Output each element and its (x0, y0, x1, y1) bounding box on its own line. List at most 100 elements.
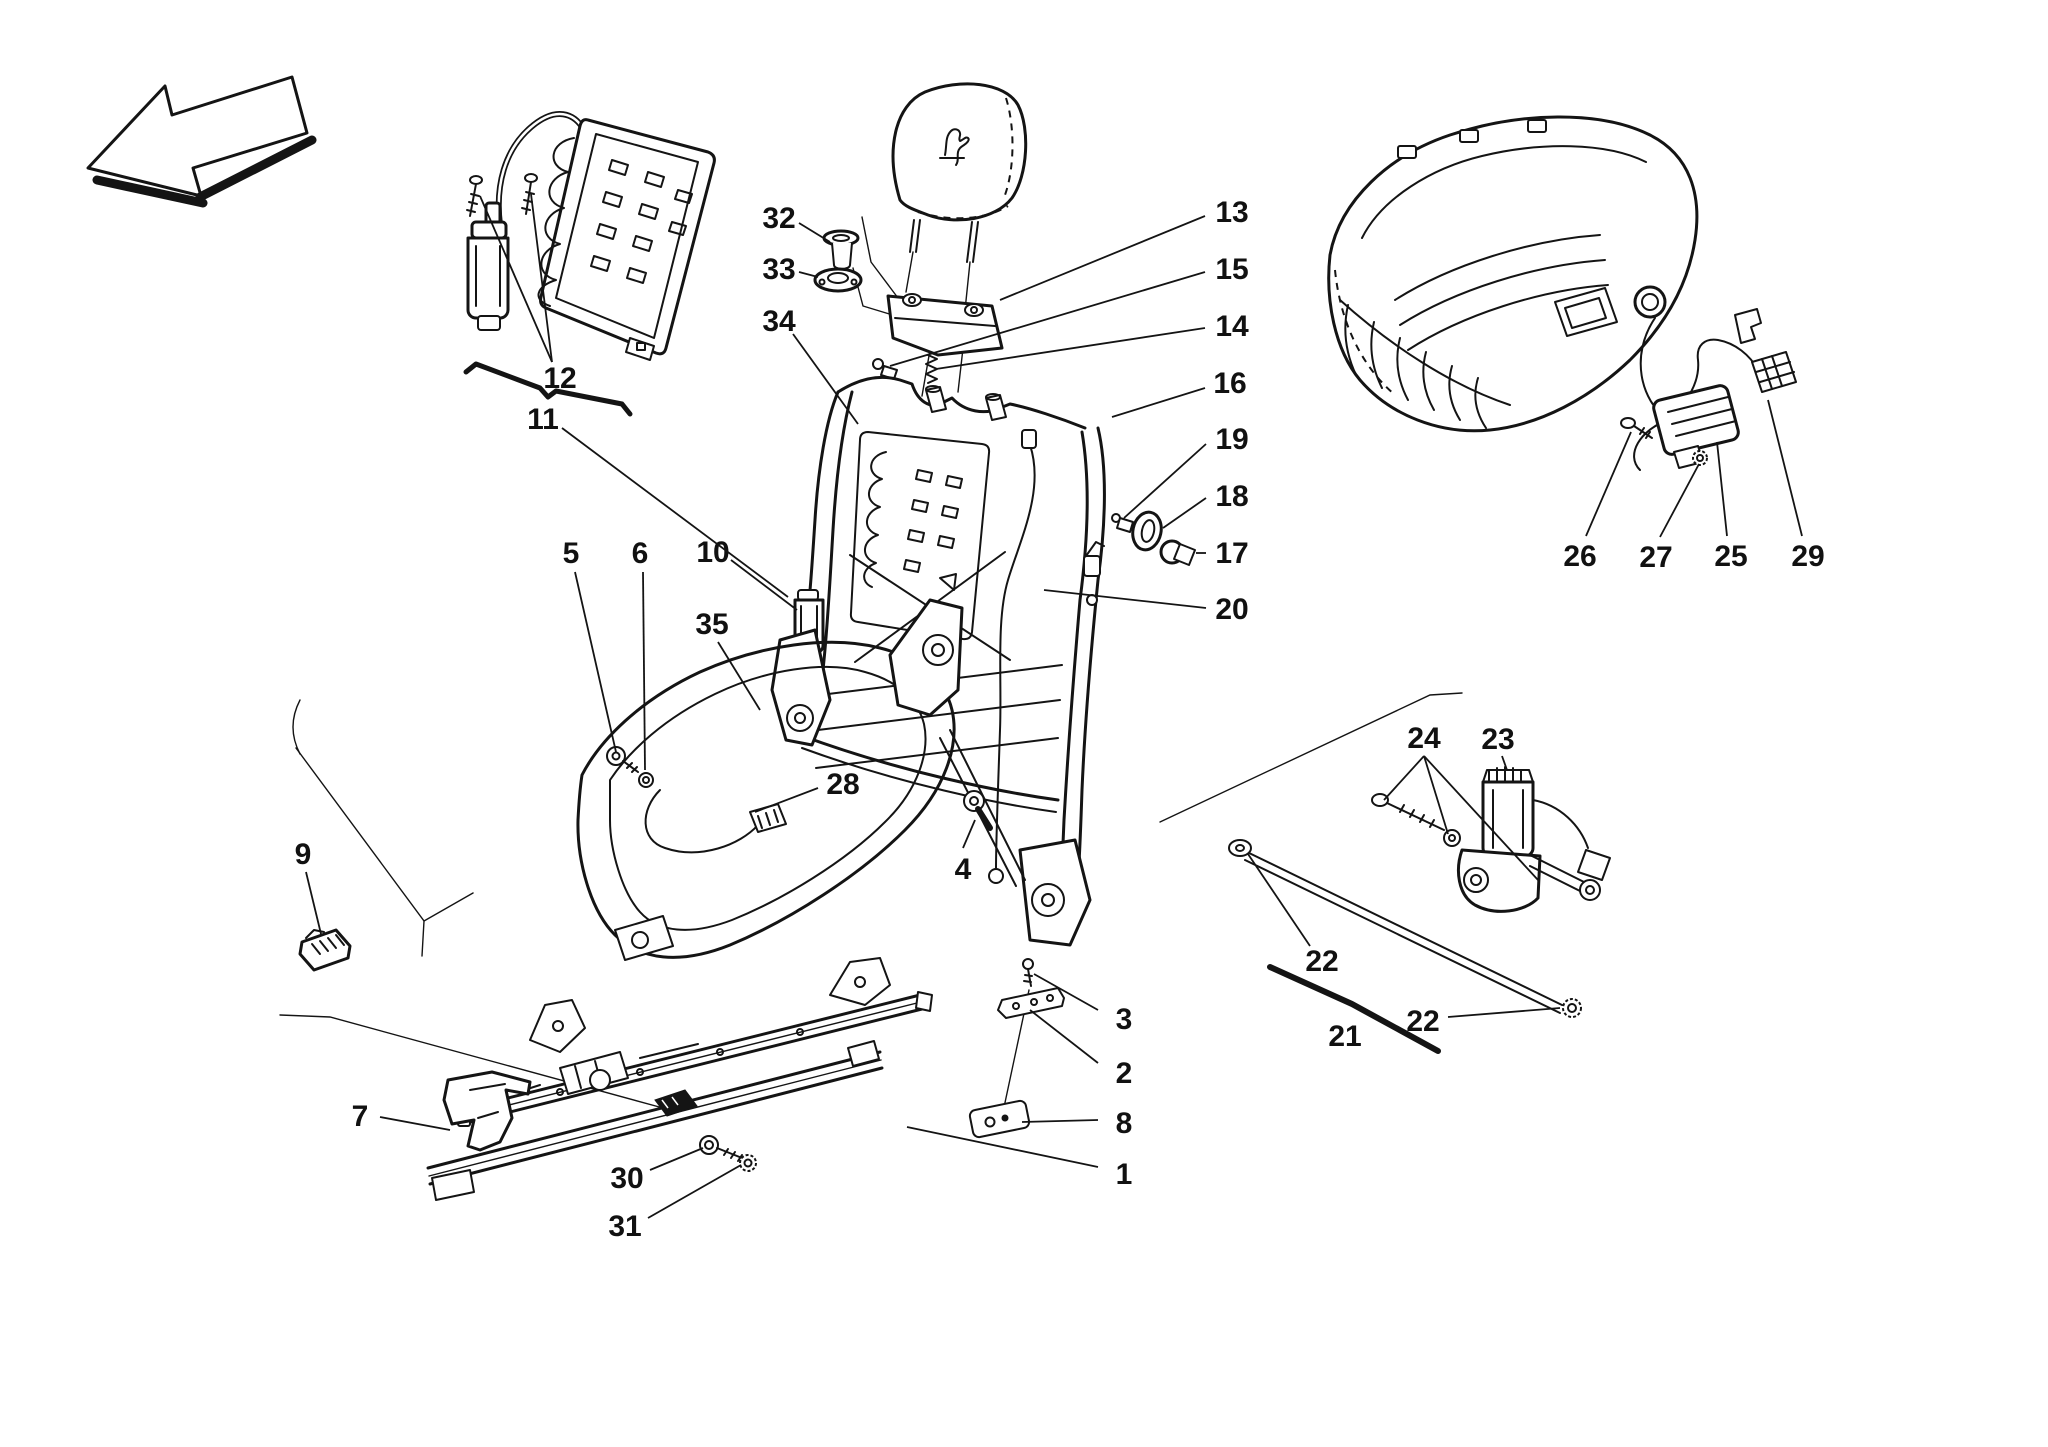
callout-24: 24 (1407, 722, 1441, 755)
leader-line-8 (1021, 1119, 1099, 1123)
part-connector-9 (298, 928, 352, 972)
callout-15: 15 (1215, 253, 1248, 286)
part-screw-4 (963, 790, 993, 831)
callout-7: 7 (352, 1100, 369, 1133)
part-screw-3 (1022, 958, 1034, 987)
leader-line-29 (1767, 399, 1803, 537)
callout-8: 8 (1116, 1107, 1133, 1140)
callout-32: 32 (762, 202, 795, 235)
rail-motor (517, 1043, 699, 1095)
callout-1: 1 (1116, 1158, 1133, 1191)
leader-line-31 (647, 1164, 742, 1219)
part-clip-19 (1111, 513, 1134, 533)
part-bolt-5 (606, 746, 639, 773)
harness-grid-connector (1751, 351, 1797, 393)
harness-ecu-module (1652, 384, 1740, 469)
harness-clip (1734, 308, 1762, 344)
callout-5: 5 (563, 537, 580, 570)
callout-27: 27 (1639, 541, 1672, 574)
part-lumbar-kit (466, 111, 716, 361)
leader-line-24 (1423, 755, 1449, 835)
leader-line-35 (717, 641, 761, 711)
callout-30: 30 (610, 1162, 643, 1195)
callout-3: 3 (1116, 1003, 1133, 1036)
part-cushion-frame (576, 598, 1026, 961)
callout-9: 9 (295, 838, 312, 871)
leader-line-23 (1501, 755, 1508, 771)
leader-line-34 (792, 333, 859, 425)
prancing-horse-logo-icon (939, 128, 970, 166)
callout-26: 26 (1563, 540, 1596, 573)
backrest-cable-20 (988, 429, 1037, 884)
leader-line-2 (1029, 1009, 1099, 1064)
leader-line-19 (1123, 443, 1207, 519)
part-plate-8 (968, 1099, 1031, 1139)
rail-risers (529, 957, 891, 1053)
callout-29: 29 (1791, 540, 1824, 573)
part-bezel-18 (1131, 510, 1163, 552)
leader-line-5 (574, 571, 617, 753)
left-recliner-plate (770, 628, 832, 747)
lower-rail (426, 1040, 884, 1201)
lumbar-screws (466, 173, 538, 217)
callout-19: 19 (1215, 423, 1248, 456)
cushion-cable-28 (644, 789, 787, 854)
part-screw-26 (1620, 417, 1653, 439)
brace-1 (1267, 964, 1441, 1054)
leader-line-14 (935, 327, 1206, 370)
part-tie-rod-21 (1228, 839, 1582, 1018)
leader-line-10 (730, 559, 798, 611)
callout-13: 13 (1215, 196, 1248, 229)
leader-line-33 (798, 271, 819, 278)
lumbar-cable (495, 111, 588, 228)
callout-16: 16 (1213, 367, 1246, 400)
leader-line-26 (1585, 431, 1632, 537)
callout-28: 28 (826, 768, 859, 801)
leader-line-27 (1659, 463, 1700, 538)
part-headrest (872, 82, 1028, 384)
part-washer-6 (638, 772, 654, 788)
callout-11: 11 (527, 403, 559, 436)
backrest-latch-19-location (1083, 541, 1105, 606)
direction-arrow (86, 75, 317, 208)
backrest-inner-panel (849, 431, 991, 641)
part-nut-27 (1692, 450, 1708, 466)
part-knob-17 (1159, 539, 1196, 566)
callout-21: 21 (1328, 1020, 1361, 1053)
harness-connector-black (654, 1089, 698, 1117)
leader-line-16 (1111, 387, 1206, 418)
leader-line-18 (1162, 497, 1207, 529)
leader-line-25 (1716, 441, 1728, 537)
part-harness (1620, 285, 1797, 471)
leader-line-13 (999, 215, 1206, 301)
part-bolt-24 (1371, 793, 1461, 847)
callout-14: 14 (1215, 310, 1249, 343)
leader-line-1 (906, 1126, 1099, 1168)
callout-31: 31 (608, 1210, 641, 1243)
callout-12: 12 (543, 362, 576, 395)
leader-line-22 (1447, 1007, 1561, 1018)
leader-line-32 (798, 222, 831, 243)
headrest-mount-bracket (886, 293, 1004, 357)
upper-rail (457, 991, 933, 1127)
leader-line-11 (561, 427, 789, 598)
part-backrest-frame (770, 375, 1106, 947)
callout-25: 25 (1714, 540, 1747, 573)
leader-line-12 (479, 195, 553, 363)
leader-line-6 (642, 571, 646, 771)
lumbar-motor (466, 201, 510, 331)
callout-33: 33 (762, 253, 795, 286)
callout-4: 4 (955, 853, 972, 886)
cushion-right-recliner (888, 598, 1026, 887)
leader-line-7 (379, 1116, 451, 1131)
callout-35: 35 (695, 608, 728, 641)
leader-line-30 (649, 1147, 704, 1171)
leader-line-15 (889, 271, 1206, 367)
part-headrest-knob (822, 229, 860, 270)
headrest-guide-sleeves (925, 385, 1007, 421)
leader-line-3 (1033, 973, 1099, 1011)
part-nut-31 (739, 1154, 757, 1172)
leader-line-9 (305, 871, 322, 935)
leader-line-4 (962, 819, 976, 849)
